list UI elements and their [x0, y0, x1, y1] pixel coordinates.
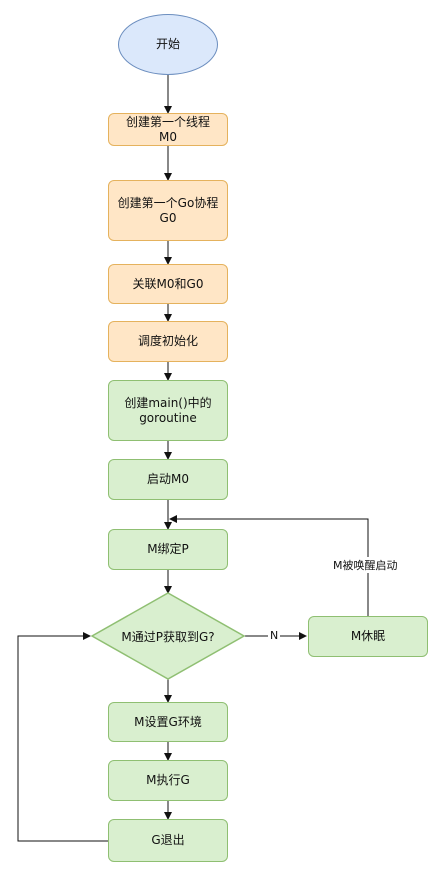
create-m0-node: 创建第一个线程 M0: [108, 113, 228, 146]
link-node: 关联M0和G0: [108, 264, 228, 304]
create-main-label-line2: goroutine: [139, 410, 197, 425]
decision-diamond: [90, 592, 246, 680]
exec-g-node: M执行G: [108, 760, 228, 801]
start-m0-node: 启动M0: [108, 459, 228, 500]
edge-sleep-to-bindp: [169, 515, 369, 616]
g-exit-node: G退出: [108, 819, 228, 862]
set-env-node: M设置G环境: [108, 702, 228, 742]
g-exit-label: G退出: [151, 833, 185, 847]
create-m0-label-line1: 创建第一个线程: [125, 114, 210, 129]
m-sleep-node: M休眠: [308, 616, 428, 657]
link-label: 关联M0和G0: [132, 276, 204, 291]
exec-g-label: M执行G: [146, 773, 190, 787]
no-branch-label: N: [268, 629, 281, 642]
edge-exit-to-decision: [17, 632, 108, 842]
create-main-label-line1: 创建main()中的: [124, 395, 212, 410]
bind-p-label: M绑定P: [147, 542, 189, 556]
sched-init-label: 调度初始化: [137, 334, 198, 348]
m-sleep-label: M休眠: [350, 629, 386, 643]
bind-p-node: M绑定P: [108, 529, 228, 570]
create-g0-node: 创建第一个Go协程 G0: [108, 180, 228, 241]
create-m0-label-line2: M0: [159, 129, 177, 144]
set-env-label: M设置G环境: [134, 714, 202, 729]
start-label: 开始: [155, 37, 180, 51]
start-m0-label: 启动M0: [147, 472, 189, 486]
sched-init-node: 调度初始化: [108, 321, 228, 362]
wakeup-label: M被唤醒启动: [331, 557, 400, 573]
decision-label: M通过P获取到G?: [121, 629, 215, 644]
create-g0-label-line1: 创建第一个Go协程: [117, 195, 219, 210]
create-g0-label-line2: G0: [159, 210, 177, 225]
start-node: 开始: [118, 14, 218, 75]
create-main-node: 创建main()中的 goroutine: [108, 380, 228, 441]
